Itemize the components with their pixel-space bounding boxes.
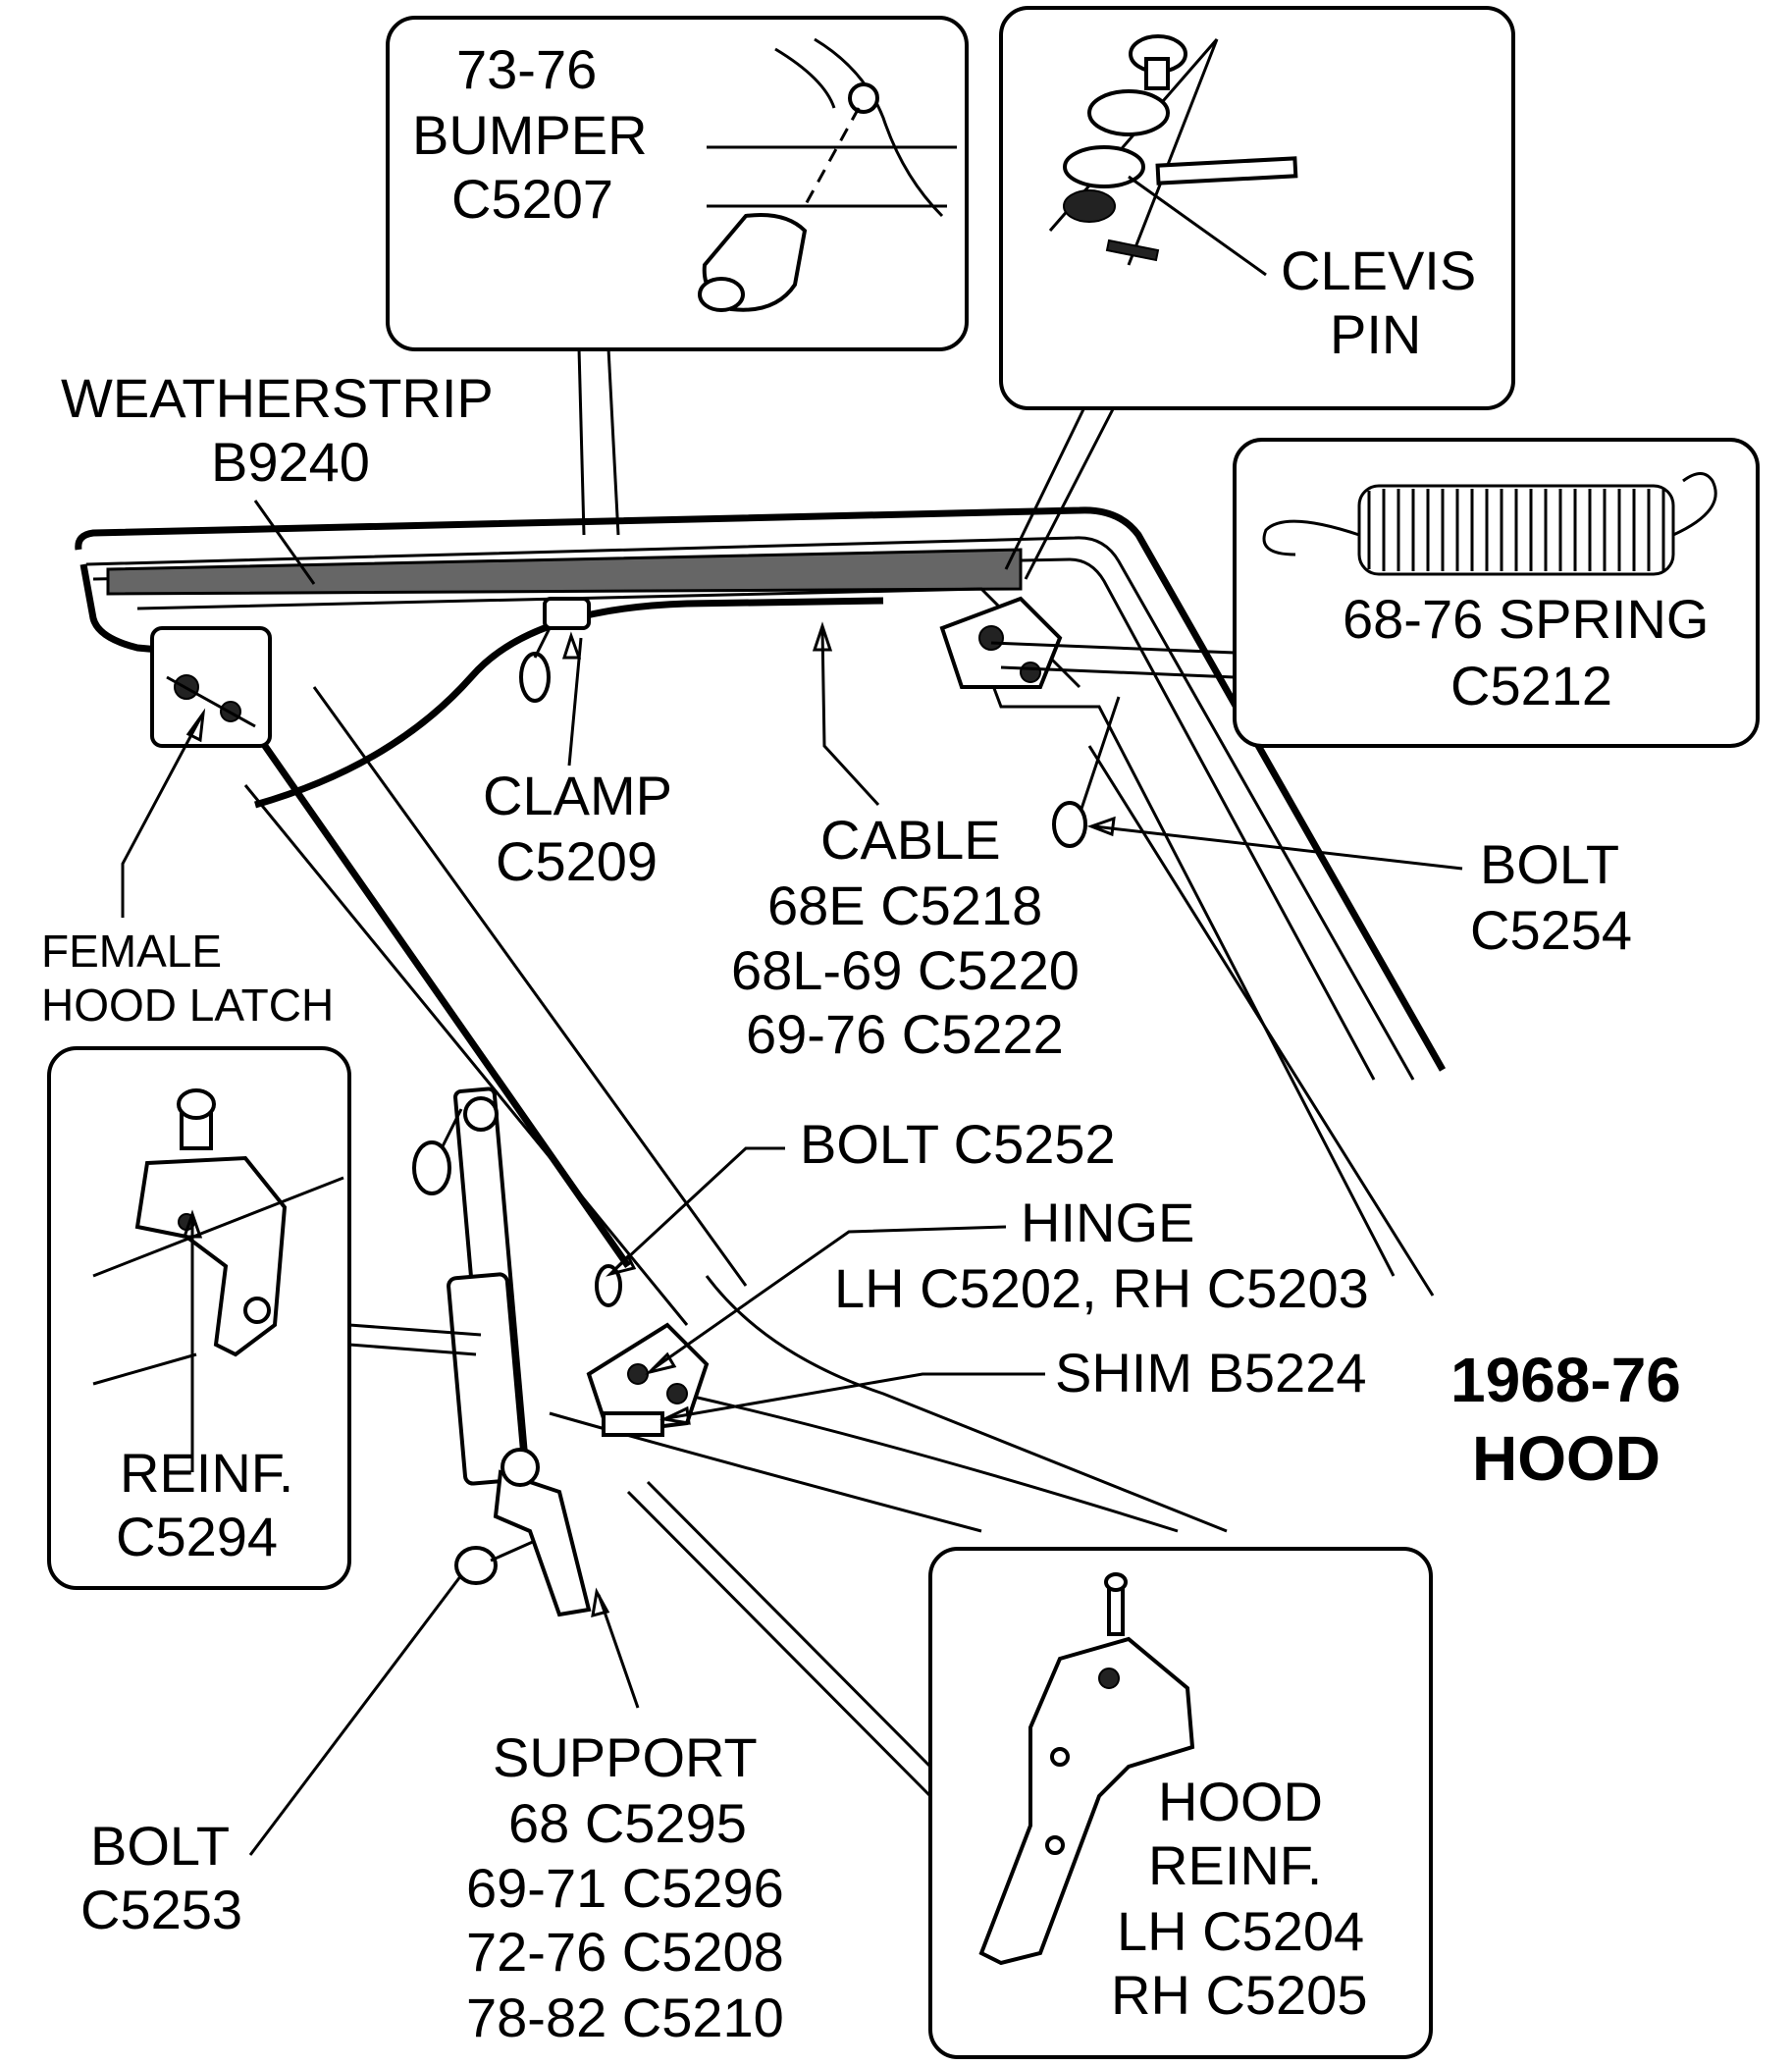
clamp-part	[519, 597, 591, 703]
support-label-line-2: 68 C5295	[508, 1792, 747, 1854]
bolt-c5254-part	[1052, 696, 1121, 848]
bolt-c5253-label-line-2: C5253	[80, 1879, 242, 1940]
reinf-label-line-2: C5294	[116, 1506, 278, 1567]
hood-support-strut	[447, 1086, 592, 1617]
cable-label-line-3: 68L-69 C5220	[731, 939, 1080, 1001]
clamp-label-line-1: CLAMP	[483, 765, 672, 826]
clevis-label-line-2: PIN	[1330, 303, 1421, 365]
cable-label-line-4: 69-76 C5222	[746, 1003, 1064, 1065]
lower-hinge-part	[586, 1264, 710, 1437]
bumper-inset: 73-76 BUMPER C5207	[386, 16, 969, 536]
hinge-label-line-1: HINGE	[1021, 1192, 1194, 1253]
reinf-c5294-inset: REINF. C5294	[47, 1046, 482, 1590]
spring-coil	[1262, 472, 1717, 576]
bolt-c5254-label-line-1: BOLT	[1480, 833, 1619, 895]
female-latch-label-line-1: FEMALE	[41, 926, 222, 977]
title-line-2: HOOD	[1472, 1423, 1660, 1494]
cable-label-line-1: CABLE	[820, 809, 1001, 871]
weatherstrip-label-line-1: WEATHERSTRIP	[61, 367, 494, 429]
spring-label-line-2: C5212	[1450, 655, 1612, 716]
bumper-label-line-2: BUMPER	[412, 104, 648, 166]
hood-reinf-label-line-1: HOOD	[1158, 1771, 1323, 1832]
support-label-line-4: 72-76 C5208	[466, 1921, 784, 1983]
support-label-line-3: 69-71 C5296	[466, 1857, 784, 1919]
bolt-c5254-callout: BOLT C5254	[1086, 816, 1632, 961]
reinf-label-line-1: REINF.	[120, 1442, 293, 1504]
female-latch-label-line-2: HOOD LATCH	[41, 980, 334, 1031]
strut-top-bolt	[412, 1108, 463, 1195]
clevis-label-line-1: CLEVIS	[1281, 239, 1476, 301]
cable-label-line-2: 68E C5218	[767, 874, 1042, 936]
cable-callout: CABLE 68E C5218 68L-69 C5220 69-76 C5222	[731, 621, 1080, 1065]
hood-frame	[75, 506, 1447, 1617]
weatherstrip-label-line-2: B9240	[211, 431, 370, 493]
bolt-c5252-label: BOLT C5252	[800, 1113, 1116, 1175]
clamp-callout: CLAMP C5209	[483, 631, 672, 892]
clamp-label-line-2: C5209	[496, 830, 658, 892]
support-label-line-5: 78-82 C5210	[466, 1987, 784, 2048]
spring-label-line-1: 68-76 SPRING	[1343, 588, 1710, 650]
hinge-callout: HINGE LH C5202, RH C5203	[645, 1192, 1369, 1375]
support-label-line-1: SUPPORT	[493, 1726, 758, 1788]
diagram-title: 1968-76 HOOD	[1450, 1345, 1681, 1494]
bolt-c5254-label-line-2: C5254	[1470, 899, 1632, 961]
shim-callout: SHIM B5224	[659, 1342, 1367, 1425]
bumper-label-line-1: 73-76	[456, 38, 597, 100]
reinf-bracket	[92, 1088, 344, 1386]
female-hood-latch-part	[150, 626, 272, 748]
bumper-label-line-3: C5207	[451, 168, 613, 230]
hood-reinf-bracket	[978, 1572, 1195, 1966]
hinge-label-line-2: LH C5202, RH C5203	[834, 1257, 1369, 1319]
hood-reinf-label-line-3: LH C5204	[1117, 1900, 1364, 1962]
hood-cable	[254, 597, 884, 809]
female-hood-latch-callout: FEMALE HOOD LATCH	[41, 708, 334, 1031]
weatherstrip-callout: WEATHERSTRIP B9240	[61, 367, 494, 585]
support-callout: SUPPORT 68 C5295 69-71 C5296 72-76 C5208…	[466, 1587, 784, 2048]
bolt-c5253-part	[454, 1539, 536, 1585]
hood-reinf-label-line-2: REINF.	[1148, 1834, 1322, 1896]
spring-inset: 68-76 SPRING C5212	[990, 438, 1760, 748]
hood-reinf-inset: HOOD REINF. LH C5204 RH C5205	[626, 1480, 1433, 2059]
clevis-pin-inset: CLEVIS PIN	[999, 6, 1515, 580]
bolt-c5252-callout: BOLT C5252	[606, 1113, 1116, 1277]
bolt-c5253-label-line-1: BOLT	[90, 1815, 230, 1877]
shim-label: SHIM B5224	[1055, 1342, 1367, 1404]
bolt-c5253-callout: BOLT C5253	[80, 1574, 463, 1940]
title-line-1: 1968-76	[1450, 1345, 1681, 1415]
hood-reinf-label-line-4: RH C5205	[1111, 1964, 1367, 2026]
weatherstrip-band	[106, 548, 1023, 596]
